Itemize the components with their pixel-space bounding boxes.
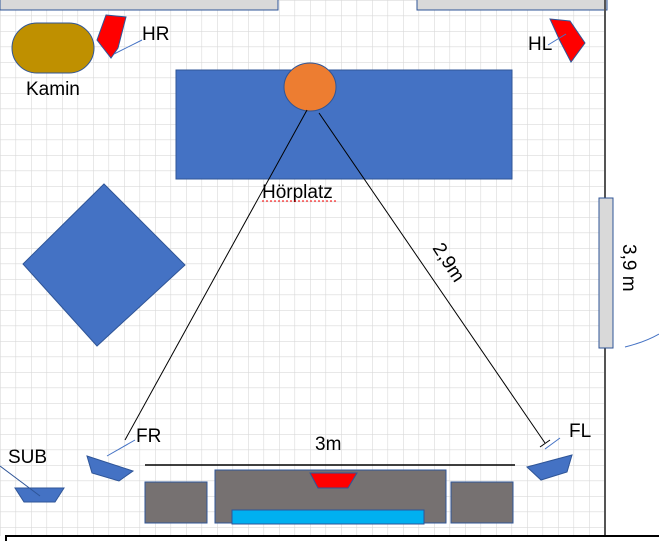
door-right xyxy=(598,197,614,349)
fl-tick xyxy=(539,439,551,448)
fl-label: FL xyxy=(569,421,591,442)
cabinet-right xyxy=(144,481,208,524)
width-label: 3m xyxy=(315,434,341,455)
speaker-hr xyxy=(96,14,127,59)
window-top-right xyxy=(416,0,608,11)
window-top-left xyxy=(0,0,279,11)
fireplace-label: Kamin xyxy=(26,79,80,100)
fl-leader-line xyxy=(544,437,561,450)
side-table xyxy=(22,183,186,347)
sub-leader-line xyxy=(0,465,41,497)
listener-head xyxy=(283,62,337,112)
hl-label: HL xyxy=(528,34,552,55)
hr-label: HR xyxy=(142,24,169,45)
center-speaker xyxy=(309,472,358,489)
listening-position-label: Hörplatz xyxy=(262,182,333,203)
speaker-hl xyxy=(549,18,586,63)
line-listener-to-fr xyxy=(124,109,308,441)
line-listener-to-fl xyxy=(318,112,546,444)
speaker-fr xyxy=(86,455,135,482)
fr-label: FR xyxy=(136,426,161,447)
sub-label: SUB xyxy=(8,447,47,468)
cabinet-left xyxy=(450,481,514,524)
fr-leader-line xyxy=(106,439,136,457)
hr-leader-line xyxy=(113,39,143,55)
bottom-wall xyxy=(5,535,659,541)
soundbar xyxy=(231,509,425,525)
room-depth-label: 3,9 m xyxy=(618,244,639,292)
subwoofer xyxy=(14,487,65,503)
door-swing-arc xyxy=(624,333,659,348)
fireplace xyxy=(11,22,95,74)
speaker-fl xyxy=(525,454,573,481)
sofa xyxy=(175,69,513,180)
hl-leader-line xyxy=(547,33,567,46)
